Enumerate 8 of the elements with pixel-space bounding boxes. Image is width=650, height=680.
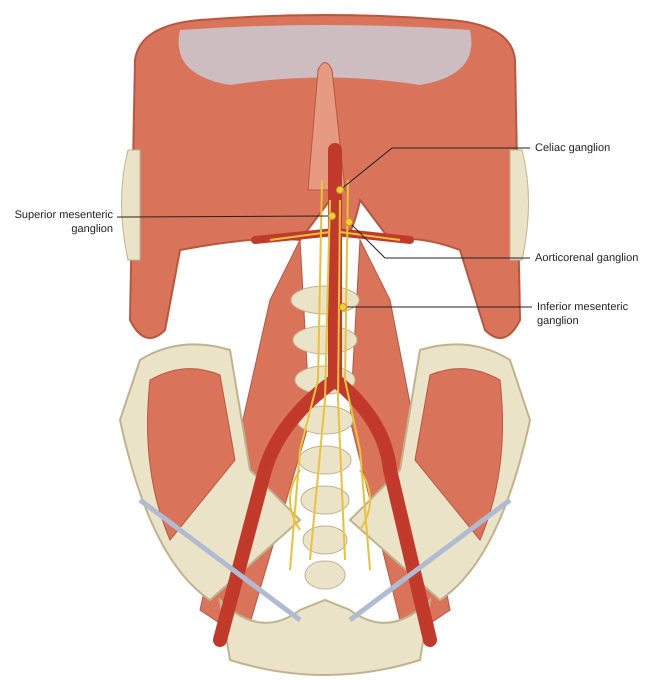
- ganglion-label: Inferior mesenteric ganglion: [537, 300, 637, 328]
- leader-line: [342, 148, 530, 188]
- ganglion-label: Superior mesenteric ganglion: [0, 208, 113, 236]
- leader-line: [346, 306, 532, 308]
- leader-line: [116, 216, 328, 218]
- leader-line: [351, 224, 530, 258]
- ganglion-label: Aorticorenal ganglion: [535, 251, 647, 265]
- ganglion-label: Celiac ganglion: [535, 141, 645, 155]
